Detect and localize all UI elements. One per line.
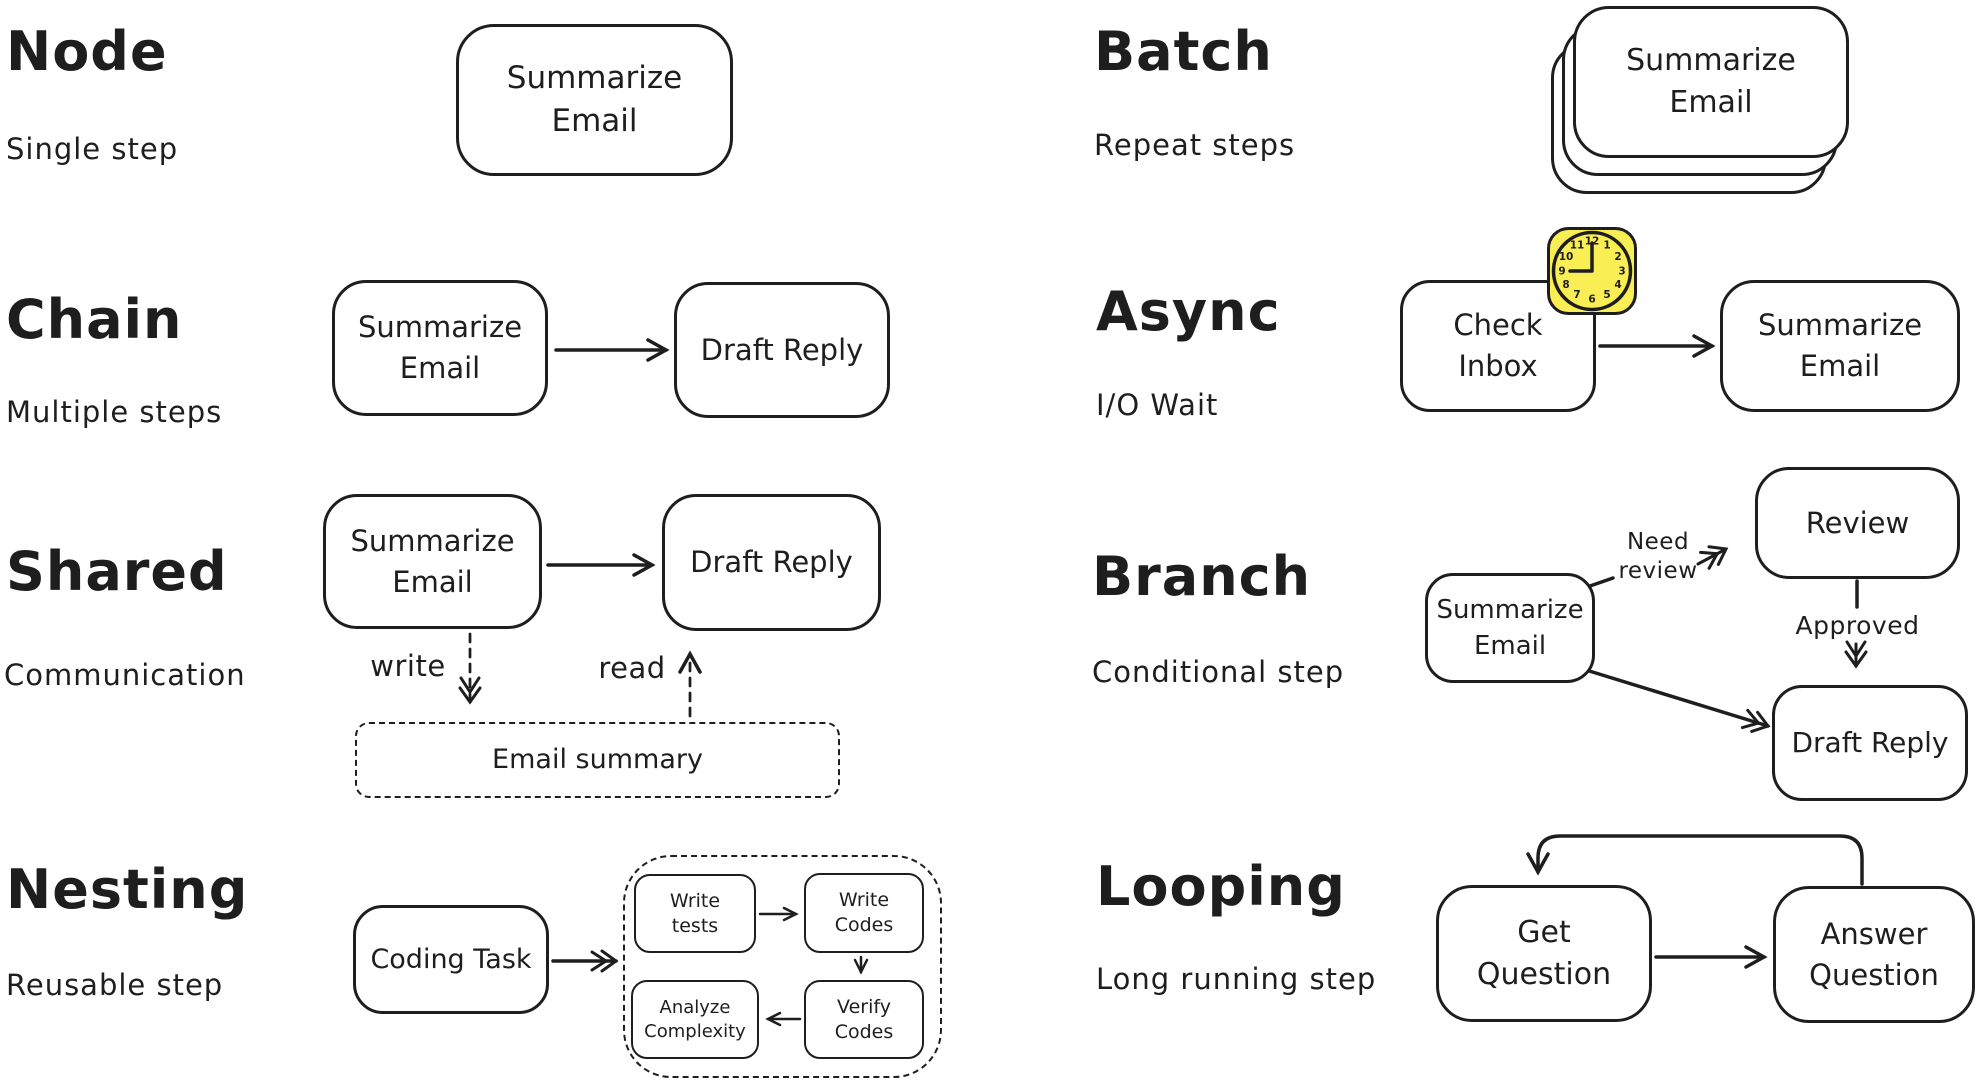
clock-hands [1568, 241, 1594, 273]
batch-card-front: Summarize Email [1573, 6, 1849, 158]
nesting-box-analyze-complexity: Analyze Complexity [631, 980, 759, 1059]
shared-store-email-summary: Email summary [355, 722, 840, 798]
batch-subtitle: Repeat steps [1094, 128, 1296, 162]
batch-title: Batch [1094, 20, 1273, 83]
clock-number-10: 10 [1559, 251, 1574, 263]
clock-number-1: 1 [1603, 240, 1610, 252]
looping-title: Looping [1096, 855, 1346, 918]
nesting-title: Nesting [6, 858, 249, 921]
shared-box-summarize-email: Summarize Email [323, 494, 542, 629]
shared-write-label: write [370, 649, 446, 683]
clock-number-5: 5 [1603, 289, 1610, 301]
clock-icon: 12 1 2 3 4 5 6 7 8 9 10 11 [1547, 227, 1637, 315]
nesting-container [623, 855, 942, 1078]
node-box: Summarize Email [456, 24, 733, 176]
branch-need-review-label: Need review [1618, 529, 1698, 584]
clock-number-9: 9 [1558, 266, 1565, 278]
branch-box-draft-reply: Draft Reply [1772, 685, 1968, 801]
clock-number-11: 11 [1570, 240, 1585, 252]
looping-box-get-question: Get Question [1436, 885, 1652, 1022]
chain-box-summarize-email: Summarize Email [332, 280, 548, 416]
nesting-box-write-codes: Write Codes [804, 873, 924, 953]
async-subtitle: I/O Wait [1096, 388, 1219, 422]
branch-subtitle: Conditional step [1092, 655, 1345, 689]
looping-box-answer-question: Answer Question [1773, 886, 1975, 1023]
branch-approved-label: Approved [1795, 611, 1920, 640]
clock-number-4: 4 [1614, 279, 1621, 291]
nesting-box-coding-task: Coding Task [353, 905, 549, 1014]
clock-number-12: 12 [1585, 236, 1600, 248]
nesting-box-verify-codes: Verify Codes [804, 980, 924, 1059]
branch-diagonal-arrow [1584, 668, 1771, 733]
clock-number-7: 7 [1573, 289, 1580, 301]
async-box-summarize-email: Summarize Email [1720, 280, 1960, 412]
chain-subtitle: Multiple steps [6, 395, 223, 429]
shared-box-draft-reply: Draft Reply [662, 494, 881, 631]
branch-need-arrow [1696, 545, 1729, 570]
nesting-subtitle: Reusable step [6, 968, 224, 1002]
branch-box-summarize-email: Summarize Email [1425, 573, 1595, 683]
node-title: Node [6, 20, 168, 83]
clock-number-3: 3 [1618, 266, 1625, 278]
clock-number-8: 8 [1562, 279, 1569, 291]
node-subtitle: Single step [6, 132, 179, 166]
chain-title: Chain [6, 288, 183, 351]
branch-box-review: Review [1755, 467, 1960, 579]
clock-number-6: 6 [1588, 294, 1595, 306]
branch-title: Branch [1092, 545, 1312, 608]
chain-box-draft-reply: Draft Reply [674, 282, 890, 418]
looping-back-arrow [1526, 834, 1864, 886]
shared-subtitle: Communication [4, 658, 246, 692]
async-title: Async [1096, 280, 1281, 343]
shared-read-label: read [598, 651, 666, 685]
looping-subtitle: Long running step [1096, 962, 1377, 996]
shared-title: Shared [6, 540, 228, 603]
branch-need-dash [1588, 576, 1615, 588]
nesting-box-write-tests: Write tests [634, 874, 756, 953]
clock-number-2: 2 [1614, 251, 1621, 263]
